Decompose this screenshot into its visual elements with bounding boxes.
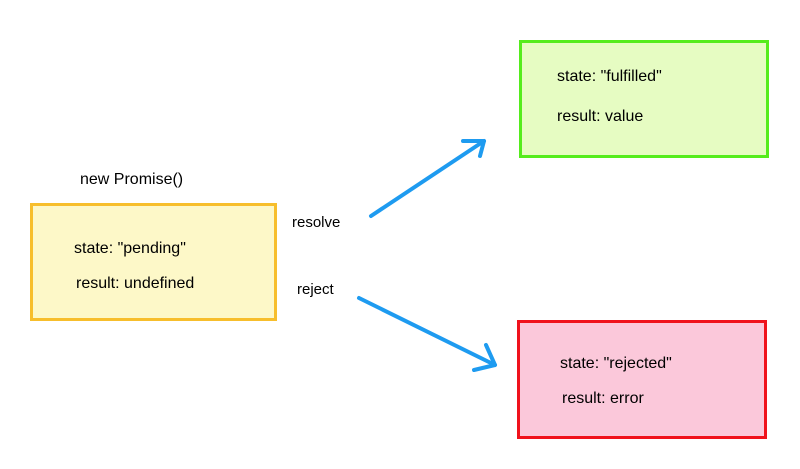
resolve-arrow [369,139,486,218]
fulfilled-state-text: state: "fulfilled" [557,68,662,85]
pending-state-box: state: "pending" result: undefined [30,203,277,321]
reject-arrow [357,296,497,372]
resolve-arrow-head [461,139,486,158]
pending-state-text: state: "pending" [74,240,186,257]
rejected-state-box: state: "rejected" result: error [517,320,767,439]
resolve-label: resolve [292,214,341,231]
rejected-result-text: result: error [562,390,644,407]
reject-arrow-head [472,343,497,372]
fulfilled-state-box: state: "fulfilled" result: value [519,40,769,158]
reject-arrow-shaft [357,296,497,367]
diagram-caption: new Promise() [80,171,184,188]
reject-label: reject [297,281,334,298]
pending-result-text: result: undefined [76,275,195,292]
resolve-arrow-shaft [369,139,486,218]
rejected-state-text: state: "rejected" [560,355,672,372]
fulfilled-result-text: result: value [557,108,644,125]
